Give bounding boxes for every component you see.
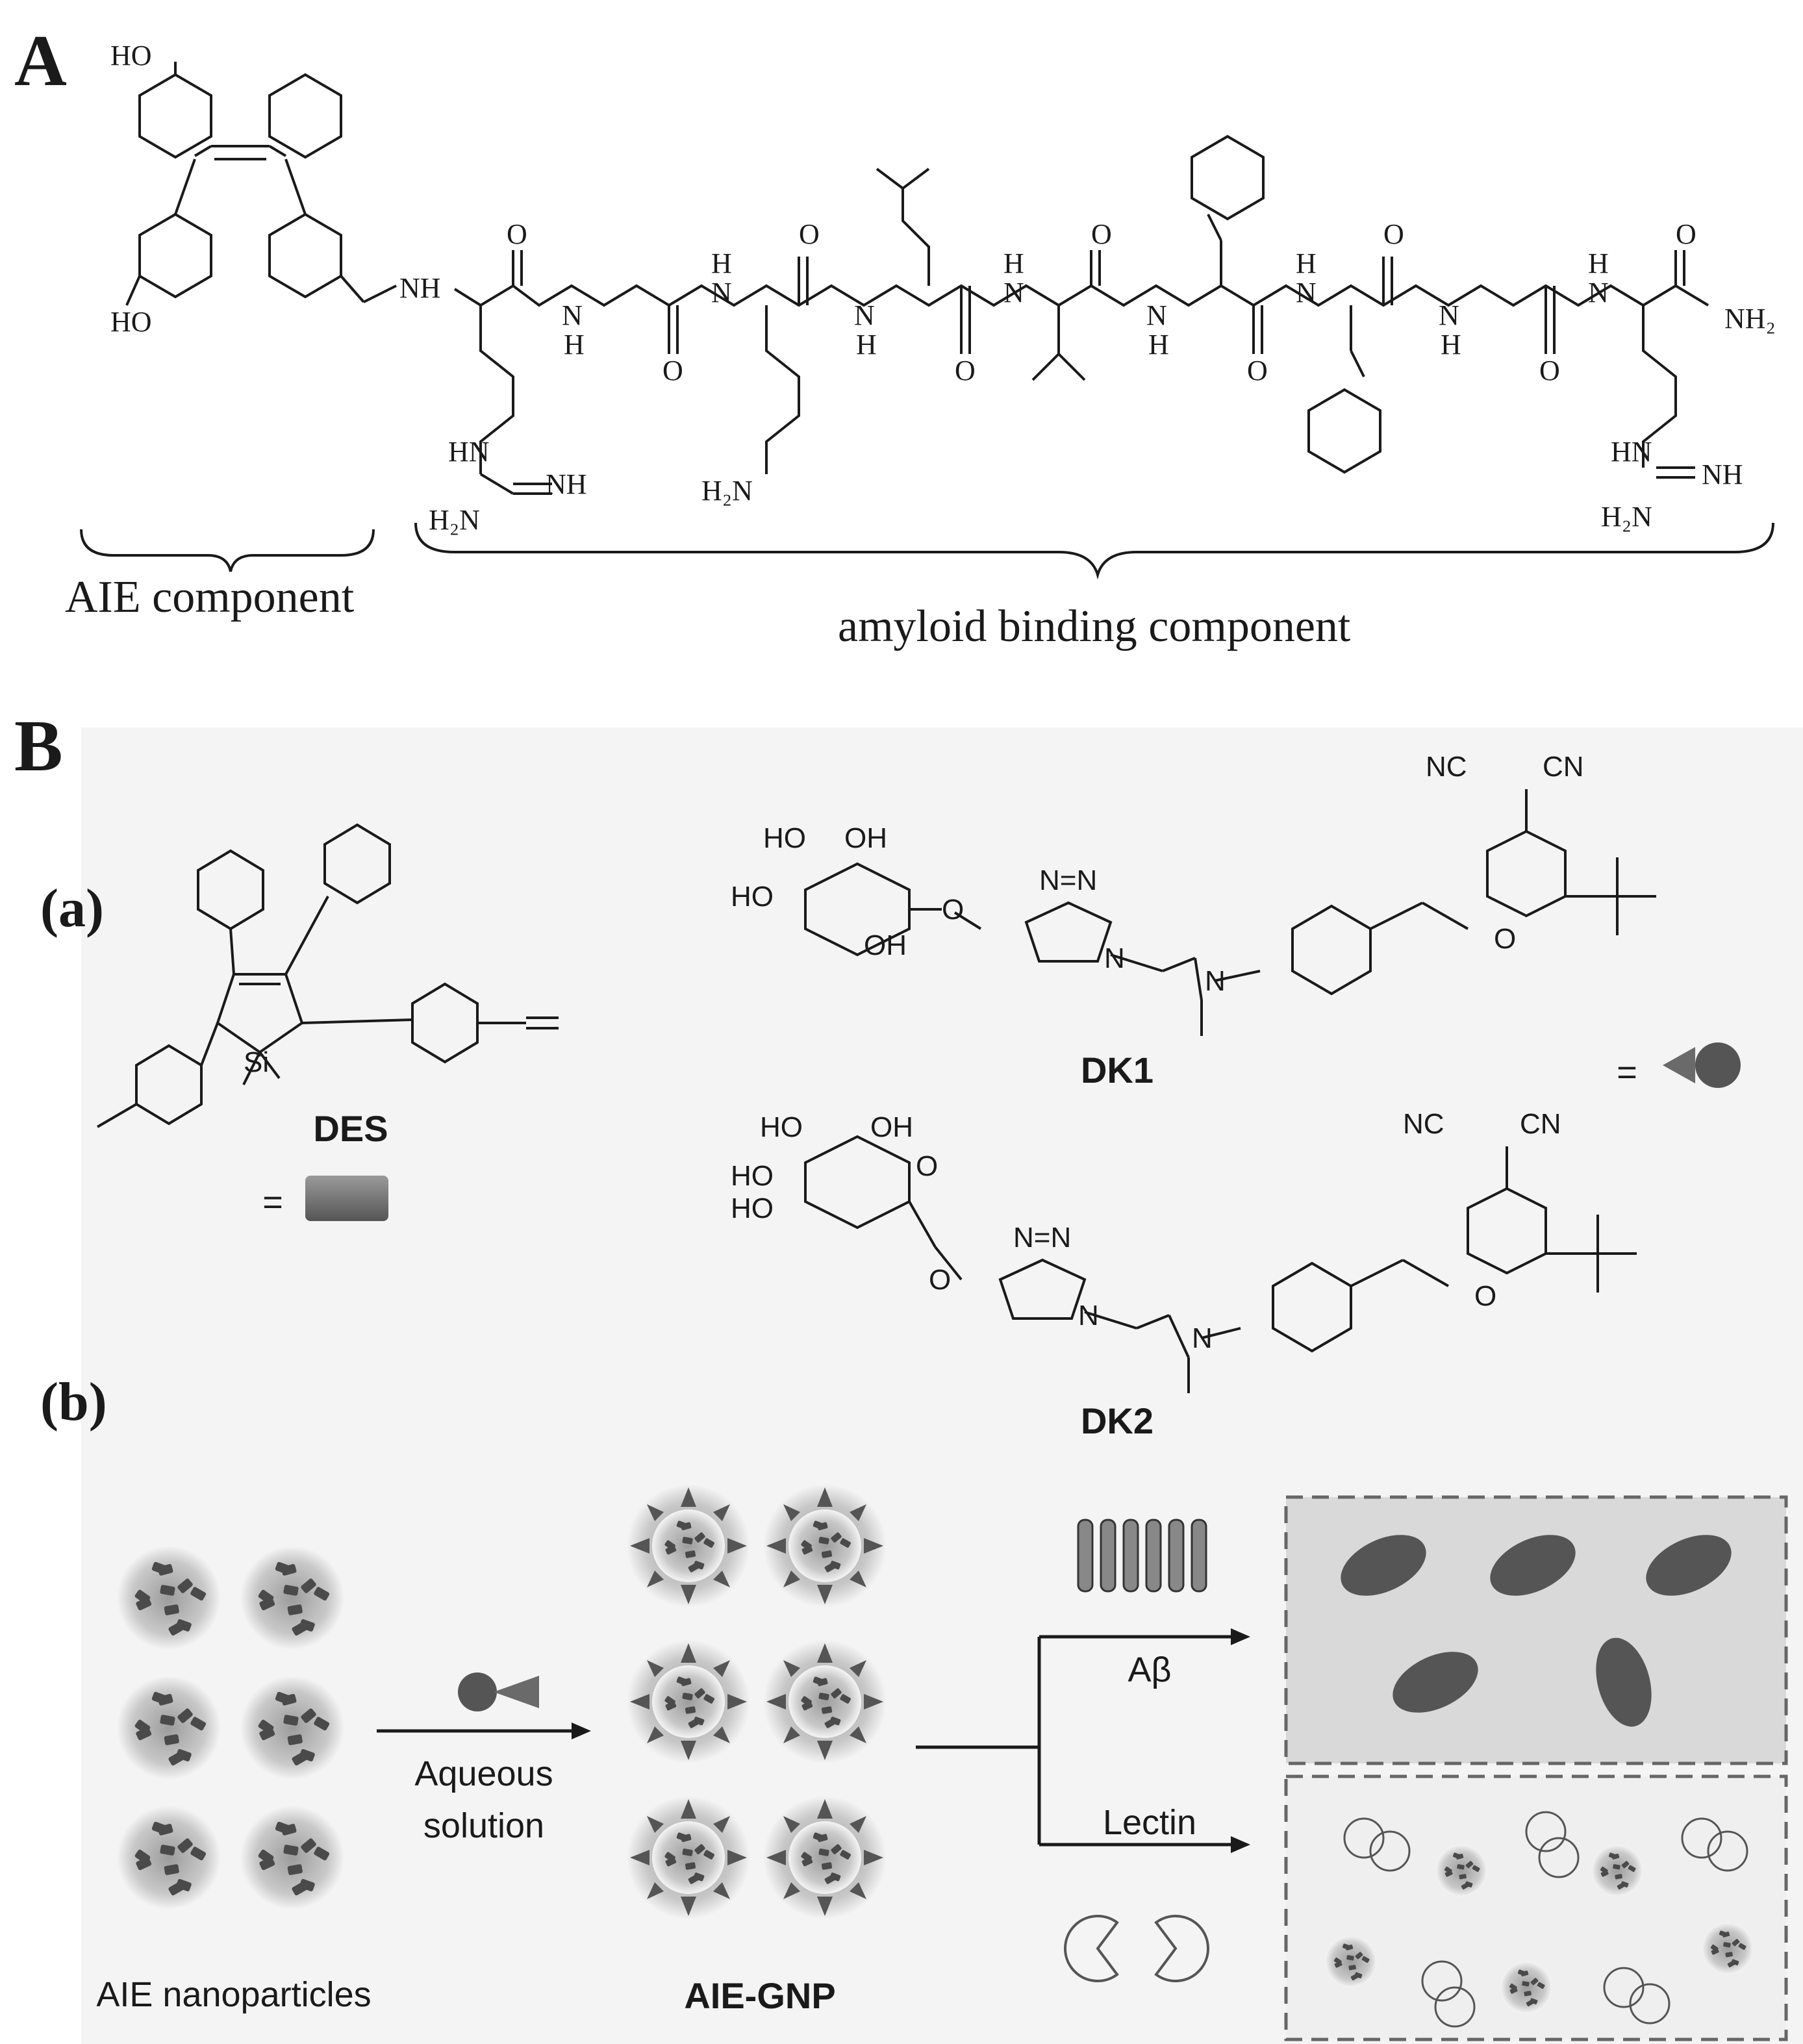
panel-letter-b: B — [14, 706, 63, 787]
svg-text:N: N — [1104, 942, 1125, 974]
svg-text:O: O — [955, 355, 976, 386]
svg-text:H: H — [711, 247, 732, 279]
svg-text:H: H — [564, 329, 585, 360]
svg-text:OH: OH — [844, 822, 887, 854]
svg-text:NC: NC — [1403, 1108, 1444, 1140]
svg-text:N: N — [1588, 277, 1609, 309]
dk2-name: DK2 — [1080, 1400, 1154, 1441]
svg-text:CN: CN — [1520, 1108, 1561, 1140]
svg-text:HN: HN — [448, 436, 490, 468]
svg-text:H: H — [1003, 247, 1024, 279]
svg-text:H₂N: H₂N — [701, 475, 753, 507]
svg-text:O: O — [662, 355, 683, 386]
des-name: DES — [313, 1108, 388, 1149]
des-shape-icon — [305, 1176, 388, 1221]
peptide-structure: HO HO NH O N H O H N O N H O H N O N H O… — [80, 40, 1776, 580]
dk1-name: DK1 — [1080, 1050, 1154, 1091]
svg-text:NH: NH — [399, 272, 441, 304]
svg-text:N: N — [562, 299, 583, 331]
dk-equals: = — [1617, 1053, 1637, 1092]
dk2-structure: HO OH HO HO O O N=N N N O NC CN — [731, 1108, 1637, 1393]
svg-text:HO: HO — [731, 1192, 774, 1224]
svg-text:N: N — [1146, 299, 1167, 331]
aie-nanoparticles-label: AIE nanoparticles — [96, 1975, 372, 2014]
svg-text:HO: HO — [731, 1160, 774, 1192]
svg-text:H₂N: H₂N — [1601, 501, 1652, 533]
svg-text:N=N: N=N — [1039, 864, 1097, 896]
aie-component-label: AIE component — [65, 572, 355, 622]
svg-text:CN: CN — [1543, 751, 1584, 783]
svg-text:O: O — [1383, 218, 1404, 250]
svg-text:N: N — [711, 277, 732, 309]
des-equals: = — [262, 1183, 283, 1222]
svg-text:NC: NC — [1426, 751, 1467, 783]
svg-text:HO: HO — [760, 1111, 803, 1143]
svg-text:O: O — [799, 218, 820, 250]
svg-text:OH: OH — [870, 1111, 913, 1143]
svg-text:N: N — [1439, 299, 1459, 331]
svg-text:Si: Si — [244, 1046, 269, 1078]
aie-gnp-scheme — [117, 1455, 1788, 2041]
svg-text:N: N — [1003, 277, 1024, 309]
svg-text:O: O — [1676, 218, 1696, 250]
svg-text:O: O — [1539, 355, 1560, 386]
amyloid-binding-label: amyloid binding component — [838, 601, 1351, 651]
svg-text:O: O — [1494, 923, 1516, 955]
svg-text:O: O — [507, 218, 527, 250]
svg-text:NH: NH — [1702, 459, 1743, 490]
aie-gnp-label: AIE-GNP — [684, 1975, 836, 2016]
des-structure: Si — [96, 823, 559, 1128]
glyco-probe-icon — [1663, 1042, 1741, 1088]
panel-letter-a: A — [14, 21, 67, 101]
sub-label-a: (a) — [40, 878, 104, 939]
svg-text:N: N — [1205, 965, 1226, 997]
svg-text:N: N — [1192, 1322, 1213, 1354]
svg-text:N=N: N=N — [1013, 1222, 1071, 1254]
svg-text:HO: HO — [731, 881, 774, 913]
phenyl-ring-top — [268, 73, 342, 159]
arrow-label-solution: solution — [423, 1806, 545, 1845]
svg-text:H: H — [1441, 329, 1461, 360]
svg-text:H: H — [1588, 247, 1609, 279]
phenol-ring-bottom — [138, 212, 212, 299]
sub-label-b: (b) — [40, 1372, 107, 1432]
svg-text:NH₂: NH₂ — [1724, 303, 1776, 334]
amyloid-brace — [414, 522, 1774, 580]
svg-text:H: H — [1148, 329, 1169, 360]
arrow-label-aqueous: Aqueous — [414, 1754, 553, 1793]
svg-text:NH: NH — [546, 468, 587, 500]
svg-text:O: O — [929, 1264, 951, 1296]
svg-text:HO: HO — [763, 822, 806, 854]
svg-text:H: H — [1296, 247, 1317, 279]
svg-text:N: N — [1078, 1300, 1099, 1331]
svg-text:O: O — [916, 1150, 938, 1182]
svg-text:HN: HN — [1611, 436, 1652, 468]
phenol-ring-top — [138, 73, 212, 159]
svg-text:N: N — [1296, 277, 1317, 309]
abeta-label: Aβ — [1128, 1650, 1172, 1689]
svg-text:N: N — [854, 299, 875, 331]
dk1-structure: HO OH HO OH O N=N N N O NC CN — [731, 751, 1656, 1036]
svg-text:OH: OH — [864, 929, 907, 961]
svg-text:H: H — [856, 329, 877, 360]
svg-text:HO: HO — [110, 40, 152, 71]
aie-brace — [80, 529, 375, 572]
svg-text:O: O — [942, 894, 964, 926]
svg-text:O: O — [1247, 355, 1268, 386]
svg-text:O: O — [1474, 1280, 1496, 1312]
svg-text:O: O — [1091, 218, 1112, 250]
lectin-label: Lectin — [1102, 1803, 1197, 1842]
phenyl-ring-bottom — [268, 212, 342, 299]
svg-text:H₂N: H₂N — [429, 504, 480, 536]
svg-text:HO: HO — [110, 306, 152, 338]
